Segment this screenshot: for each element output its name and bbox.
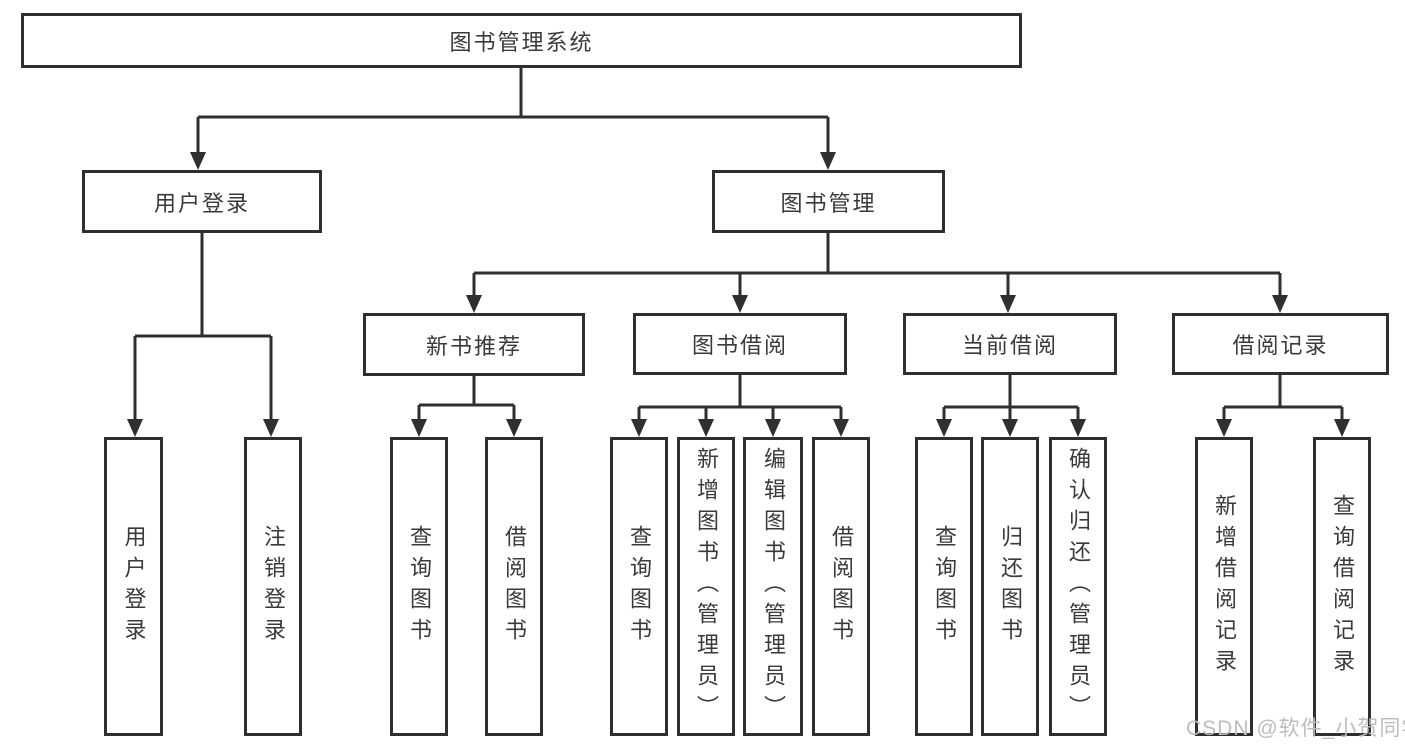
csdn-watermark: CSDN @软件_小贺同学 [1186, 717, 1405, 740]
arrow-down-icon [732, 295, 748, 313]
node-user-login-leaf: 用户登录 [104, 437, 163, 736]
node-label: 新增借阅记录 [1212, 493, 1237, 680]
arrow-down-icon [1334, 419, 1350, 437]
connector-records-group [1222, 374, 1344, 420]
arrow-down-icon [127, 419, 143, 437]
arrow-down-icon [698, 419, 714, 437]
node-label: 借阅图书 [502, 524, 527, 649]
arrow-down-icon [631, 419, 647, 437]
node-add-books-admin-leaf: 新增图书（管理员） [677, 437, 735, 736]
node-new-book-recommend-group: 新书推荐 [363, 313, 585, 376]
node-label: 注销登录 [261, 524, 286, 649]
arrow-down-icon [1070, 419, 1086, 437]
node-current-borrow-group: 当前借阅 [903, 313, 1117, 375]
arrow-down-icon [190, 152, 206, 170]
connector-user-branch [133, 232, 273, 420]
arrow-down-icon [1002, 419, 1018, 437]
arrow-down-icon [263, 419, 279, 437]
arrow-down-icon [936, 419, 952, 437]
node-root-system: 图书管理系统 [21, 13, 1022, 68]
node-logout-leaf: 注销登录 [244, 437, 302, 736]
arrow-down-icon [1000, 295, 1016, 313]
arrow-down-icon [506, 419, 522, 437]
node-query-books-leaf: 查询图书 [610, 437, 668, 736]
node-label: 查询图书 [627, 524, 652, 649]
node-add-borrow-record-leaf: 新增借阅记录 [1195, 437, 1253, 736]
node-borrow-books-leaf: 借阅图书 [812, 437, 870, 736]
node-user-login-branch: 用户登录 [82, 170, 322, 233]
node-confirm-return-admin-leaf: 确认归还（管理员） [1049, 437, 1107, 736]
arrow-down-icon [411, 419, 427, 437]
arrowheads [127, 152, 1350, 437]
connector-book-branch [472, 232, 1282, 296]
node-return-books-leaf: 归还图书 [981, 437, 1039, 736]
node-label: 归还图书 [998, 524, 1023, 649]
node-label: 查询借阅记录 [1330, 493, 1355, 680]
arrow-down-icon [1272, 295, 1288, 313]
arrow-down-icon [765, 419, 781, 437]
node-borrow-records-group: 借阅记录 [1172, 313, 1389, 375]
node-label: 编辑图书（管理员） [761, 447, 786, 726]
arrow-down-icon [820, 152, 836, 170]
connector-newbook-group [417, 374, 516, 420]
node-label: 新增图书（管理员） [694, 447, 719, 726]
node-label: 查询图书 [407, 524, 432, 649]
connector-root-to-branches [196, 67, 830, 153]
connector-current-group [942, 374, 1080, 420]
node-query-books-leaf: 查询图书 [915, 437, 973, 736]
arrow-down-icon [833, 419, 849, 437]
arrow-down-icon [1216, 419, 1232, 437]
node-label: 确认归还（管理员） [1066, 447, 1091, 726]
node-label: 查询图书 [932, 524, 957, 649]
node-query-books-leaf: 查询图书 [390, 437, 448, 736]
node-book-management-branch: 图书管理 [712, 170, 945, 233]
node-label: 借阅图书 [829, 524, 854, 649]
node-book-borrow-group: 图书借阅 [633, 313, 847, 375]
node-borrow-books-leaf: 借阅图书 [485, 437, 543, 736]
connector-borrow-group [637, 374, 843, 420]
node-query-borrow-record-leaf: 查询借阅记录 [1313, 437, 1371, 736]
node-label: 用户登录 [121, 524, 147, 649]
arrow-down-icon [466, 295, 482, 313]
node-edit-books-admin-leaf: 编辑图书（管理员） [743, 437, 803, 736]
